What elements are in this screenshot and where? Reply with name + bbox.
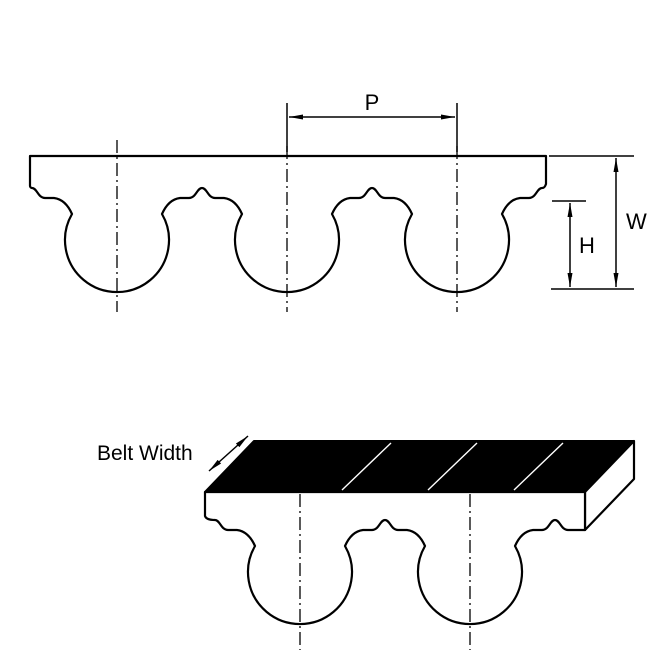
top-surface-divider-line [341,442,392,491]
tooth-height-dimension: H [552,200,595,287]
top-surface-divider-line [427,442,478,491]
pitch-label: P [365,90,380,115]
belt-width-arrow [208,435,249,472]
top-surface-divider-line [513,442,564,491]
thickness-label: W [626,209,647,234]
thickness-dimension: W [549,155,647,290]
belt-width-annotation: Belt Width [97,435,249,472]
pitch-dimension: P [286,90,458,152]
isometric-belt-view: Belt Width [97,435,636,650]
belt-width-label: Belt Width [97,442,193,465]
belt-top-surface [204,440,635,493]
profile-section-view: P W H [28,90,647,312]
tooth-height-label: H [579,233,595,258]
belt-front-face-profile [203,490,587,626]
belt-cross-section-outline [28,154,548,294]
